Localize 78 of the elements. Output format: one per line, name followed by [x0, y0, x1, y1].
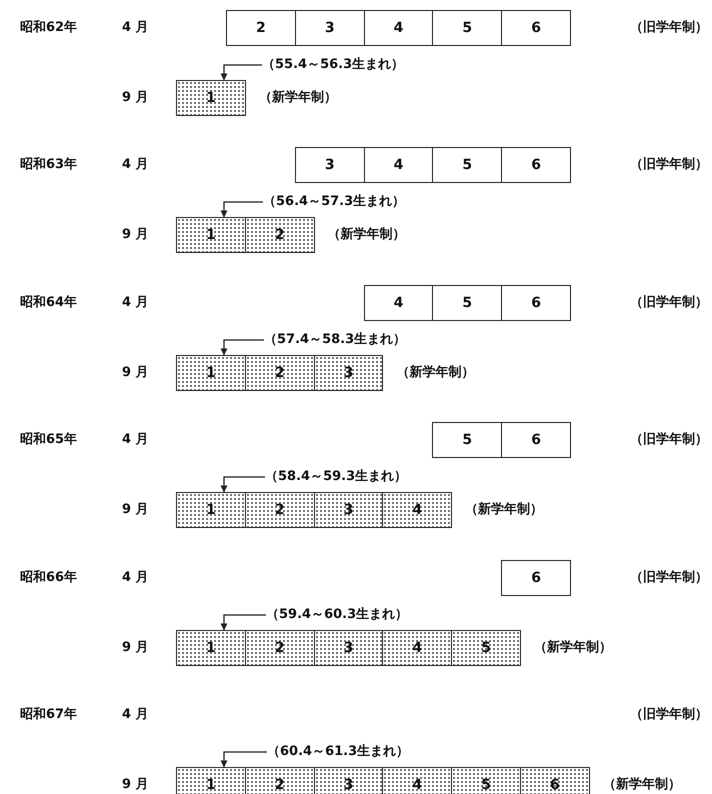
- system-label: （旧学年制）: [630, 157, 708, 173]
- old-grade-cell: 6: [501, 560, 571, 596]
- leader-arrow: [220, 64, 262, 80]
- new-grade-cell: 1: [176, 767, 246, 794]
- birth-period-label: （60.4～61.3生まれ）: [267, 744, 410, 760]
- leader-arrow: [220, 339, 264, 356]
- year-label: 昭和63年: [20, 157, 78, 173]
- leader-arrow: [220, 751, 267, 768]
- month-label: 4 月: [122, 295, 149, 311]
- month-label: 9 月: [122, 640, 149, 656]
- leader-arrow: [220, 476, 265, 492]
- new-grade-cell: 6: [520, 767, 590, 794]
- new-grade-cell: 3: [314, 630, 384, 666]
- new-grade-cell: 2: [244, 492, 315, 528]
- year-label: 昭和64年: [20, 295, 78, 311]
- month-label: 4 月: [122, 432, 149, 448]
- new-grade-cell: 4: [382, 492, 452, 528]
- year-label: 昭和66年: [20, 570, 78, 586]
- old-grade-cell: 6: [501, 422, 571, 458]
- birth-period-label: （57.4～58.3生まれ）: [264, 332, 406, 348]
- old-grade-cell: 4: [364, 10, 434, 46]
- month-label: 9 月: [122, 502, 149, 518]
- system-label: （旧学年制）: [630, 707, 708, 723]
- leader-arrow: [220, 201, 263, 218]
- month-label: 4 月: [122, 20, 149, 36]
- system-label: （旧学年制）: [630, 570, 708, 586]
- system-label: （新学年制）: [465, 502, 544, 518]
- old-grade-cell: 3: [294, 147, 365, 183]
- leader-arrow: [220, 614, 266, 630]
- month-label: 9 月: [122, 365, 149, 381]
- new-grade-cell: 2: [244, 630, 315, 666]
- new-grade-cell: 1: [176, 80, 246, 116]
- new-grade-cell: 5: [451, 630, 521, 666]
- new-grade-cell: 1: [176, 492, 246, 528]
- new-grade-cell: 1: [176, 355, 246, 391]
- new-grade-cell: 2: [244, 767, 315, 794]
- old-grade-cell: 5: [432, 285, 502, 321]
- system-label: （新学年制）: [396, 365, 474, 381]
- month-label: 9 月: [122, 777, 149, 793]
- old-grade-cell: 5: [432, 10, 502, 46]
- old-grade-cell: 6: [501, 285, 571, 321]
- new-grade-cell: 2: [244, 355, 315, 391]
- year-label: 昭和67年: [20, 707, 78, 723]
- month-label: 9 月: [122, 90, 149, 106]
- system-label: （新学年制）: [534, 640, 612, 656]
- system-label: （旧学年制）: [630, 20, 708, 36]
- month-label: 4 月: [122, 707, 149, 723]
- month-label: 4 月: [122, 157, 149, 173]
- system-label: （旧学年制）: [630, 295, 708, 311]
- old-grade-cell: 6: [501, 10, 571, 46]
- birth-period-label: （55.4～56.3生まれ）: [262, 57, 404, 73]
- birth-period-label: （56.4～57.3生まれ）: [263, 194, 406, 210]
- month-label: 4 月: [122, 570, 149, 586]
- new-grade-cell: 3: [314, 355, 384, 391]
- system-label: （新学年制）: [258, 90, 337, 106]
- old-grade-cell: 5: [432, 147, 502, 183]
- birth-period-label: （58.4～59.3生まれ）: [265, 469, 408, 485]
- new-grade-cell: 1: [176, 217, 246, 253]
- birth-period-label: （59.4～60.3生まれ）: [266, 607, 408, 623]
- system-label: （新学年制）: [328, 227, 406, 243]
- new-grade-cell: 3: [314, 492, 384, 528]
- year-label: 昭和65年: [20, 432, 78, 448]
- system-label: （旧学年制）: [630, 432, 708, 448]
- new-grade-cell: 1: [176, 630, 246, 666]
- old-grade-cell: 4: [364, 285, 434, 321]
- new-grade-cell: 3: [314, 767, 384, 794]
- old-grade-cell: 5: [432, 422, 502, 458]
- old-grade-cell: 4: [364, 147, 434, 183]
- system-label: （新学年制）: [602, 777, 681, 793]
- old-grade-cell: 6: [501, 147, 571, 183]
- month-label: 9 月: [122, 227, 149, 243]
- old-grade-cell: 2: [226, 10, 296, 46]
- new-grade-cell: 5: [451, 767, 521, 794]
- new-grade-cell: 4: [382, 767, 452, 794]
- new-grade-cell: 4: [382, 630, 452, 666]
- new-grade-cell: 2: [244, 217, 315, 253]
- old-grade-cell: 3: [294, 10, 365, 46]
- year-label: 昭和62年: [20, 20, 78, 36]
